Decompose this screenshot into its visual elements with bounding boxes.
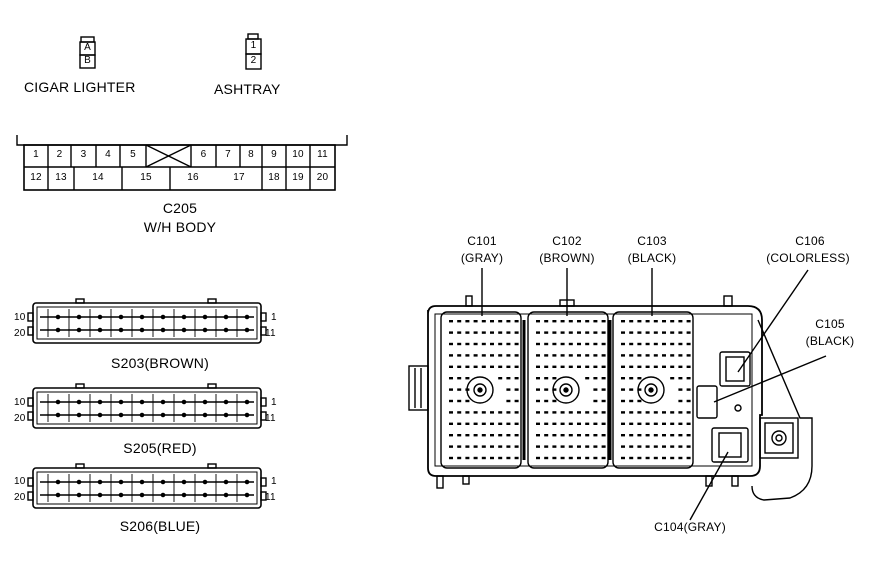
splice-pin-label: 1 [271,397,277,408]
c205-pin: 14 [92,172,104,183]
splice-s205-label: S205(RED) [123,440,197,456]
splice-pin-label: 11 [265,328,276,339]
c205-pin: 1 [33,149,39,160]
c106-id: C106 [795,234,825,248]
c205-pin: 15 [140,172,152,183]
c205-pin: 6 [200,149,207,160]
c205-pin: 11 [317,149,328,160]
c205-pin: 17 [233,172,245,183]
c205-pin: 4 [105,149,111,160]
ashtray-label: ASHTRAY [214,81,281,97]
c205-pin: 16 [187,172,199,183]
splice-pin-label: 20 [14,328,26,339]
splice-pin-label: 20 [14,413,26,424]
splice-pin-label: 10 [14,312,26,323]
c105-id: C105 [815,317,845,331]
c205-connector [16,135,348,191]
splice-packs [27,298,267,509]
junction-block-terminals [449,320,691,460]
cigar-lighter-pin-b: B [84,55,91,66]
c103-id: C103 [637,234,667,248]
c101-id: C101 [467,234,497,248]
junction-block [408,268,827,521]
splice-s206-label: S206(BLUE) [119,518,201,534]
c205-pin: 5 [130,149,136,160]
c103-color: (BLACK) [627,251,677,265]
splice-pin-label: 11 [265,492,276,503]
splice-pin-label: 1 [271,476,277,487]
c104-label: C104(GRAY) [654,520,726,534]
c205-pin: 20 [316,172,329,183]
ashtray-connector [245,33,262,70]
c105-color: (BLACK) [805,334,855,348]
c205-pin: 9 [271,149,277,160]
splice-s203-label: S203(BROWN) [111,355,209,371]
ashtray-pin-1: 1 [250,40,257,51]
c205-pin: 2 [56,149,63,160]
splice-pin-label: 10 [14,476,26,487]
cigar-lighter-connector [79,36,96,69]
c205-pin: 7 [225,149,231,160]
c106-color: (COLORLESS) [766,251,850,265]
splice-pin-label: 20 [14,492,26,503]
c205-pin: 12 [30,172,42,183]
c205-pin: 8 [248,149,254,160]
c205-pin: 3 [80,149,87,160]
c102-id: C102 [552,234,582,248]
c205-subtitle: W/H BODY [143,219,217,235]
c102-color: (BROWN) [539,251,595,265]
c205-pin: 19 [292,172,304,183]
cigar-lighter-pin-a: A [84,42,91,53]
c205-name: C205 [162,200,198,216]
c205-pin: 13 [55,172,67,183]
splice-pin-label: 1 [271,312,277,323]
c205-pin: 10 [292,149,304,160]
ashtray-pin-2: 2 [250,55,257,66]
c205-pin: 18 [268,172,280,183]
splice-pin-label: 10 [14,397,26,408]
c101-color: (GRAY) [460,251,504,265]
cigar-lighter-label: CIGAR LIGHTER [24,79,136,95]
splice-pin-label: 11 [265,413,276,424]
